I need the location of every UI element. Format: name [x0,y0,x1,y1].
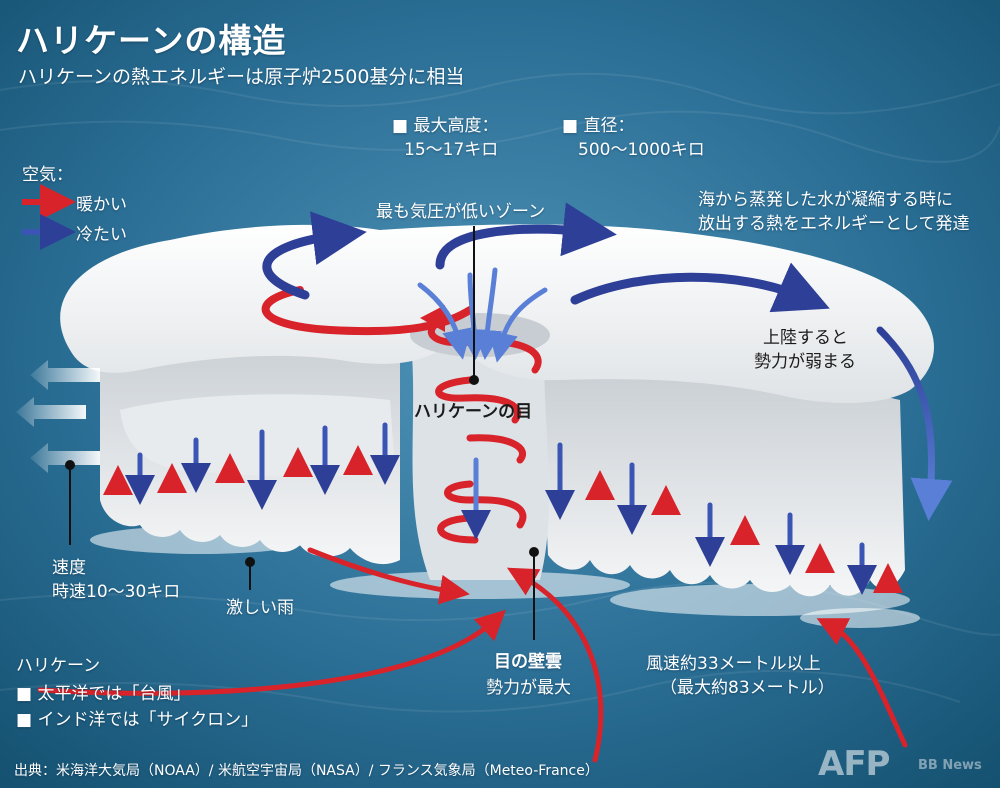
energy-label-line1: 海から蒸発した水が凝縮する時に [698,190,953,210]
cold-descend-right [876,326,953,521]
legend-title: 空気： [22,165,73,185]
legend-warm-label: 暖かい [76,195,127,215]
height-stat-label: ■ 最大高度： [392,116,499,136]
names-title: ハリケーン [16,656,101,676]
energy-label-line2: 放出する熱をエネルギーとして発達 [698,214,970,234]
outflow-arrows [16,360,100,473]
afp-logo: AFP [818,744,890,784]
low-pressure-label: 最も気圧が低いゾーン [376,202,546,222]
band-up-arrows [103,445,903,615]
sea-ripples [0,72,1000,713]
names-indian: ■ インド洋では「サイクロン」 [16,710,259,730]
cloud-bands [100,335,905,597]
wind-label-line2: （最大約83メートル） [660,678,835,698]
height-stat-value: 15～17キロ [404,140,499,160]
names-pacific: ■ 太平洋では「台風」 [16,684,191,704]
warm-inflow-arrows [37,547,908,763]
warm-spiral-top-left [261,286,474,336]
warm-spiral-top-left-head [420,305,445,332]
eyewall-label-line1: 目の壁雲 [494,652,562,672]
speed-label-line1: 速度 [52,558,86,578]
diameter-stat-value: 500～1000キロ [578,140,705,160]
landfall-label-line1: 上陸すると [763,328,848,348]
landfall-label-line2: 勢力が弱まる [754,352,856,372]
leader-lines [65,226,539,640]
eye-label: ハリケーンの目 [414,402,533,422]
page-subtitle: ハリケーンの熱エネルギーは原子炉2500基分に相当 [18,66,465,88]
source-credit: 出典：米海洋大気局（NOAA）/ 米航空宇宙局（NASA）/ フランス気象局（M… [14,763,599,779]
afp-logo-sub: BB News [918,758,982,773]
page-title: ハリケーンの構造 [16,21,287,60]
speed-label-line2: 時速10～30キロ [52,582,181,602]
eye-column [410,330,550,580]
diameter-stat-label: ■ 直径： [562,116,635,136]
band-down-arrows [125,422,877,595]
cold-outflow-arcs [262,202,830,313]
rain-label: 激しい雨 [226,598,294,618]
legend-arrows [22,184,76,250]
legend-cold-label: 冷たい [76,225,127,245]
eyewall-label-line2: 勢力が最大 [486,678,571,698]
wind-label-line1: 風速約33メートル以上 [646,654,821,674]
